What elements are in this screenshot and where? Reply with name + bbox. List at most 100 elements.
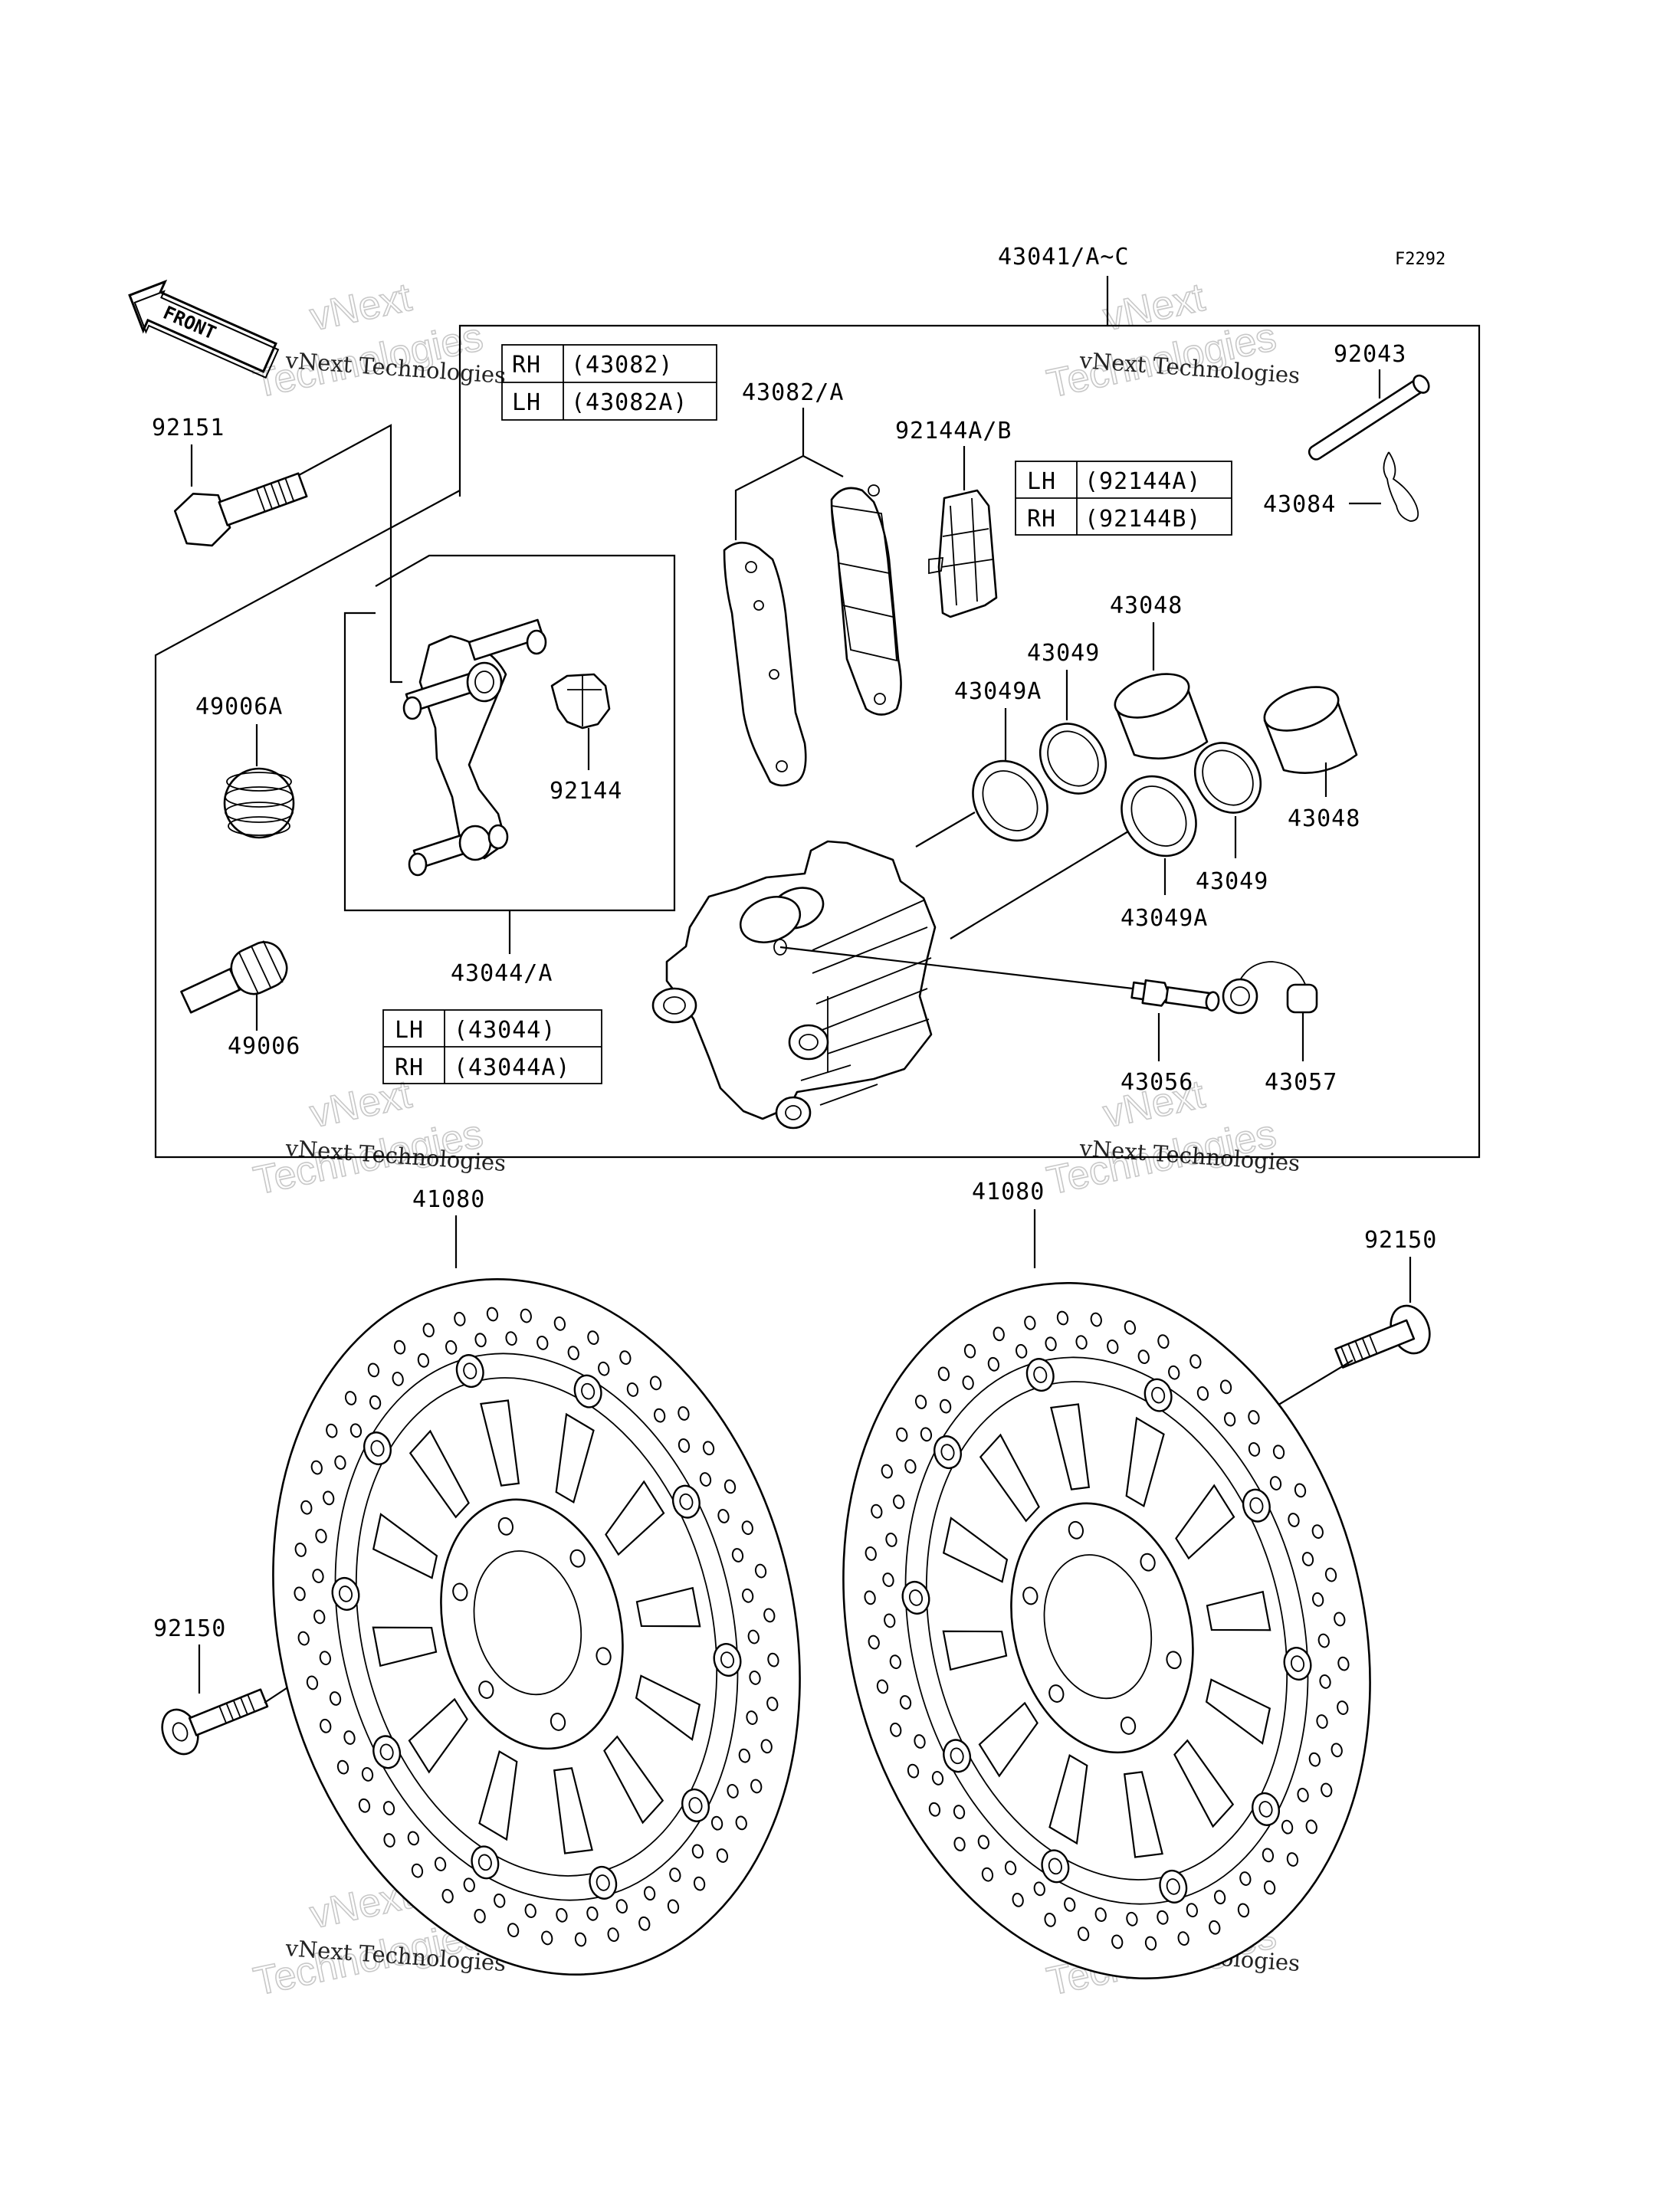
spoke-cutout (1206, 1590, 1271, 1631)
hub-bolt-hole (550, 1713, 566, 1731)
perforation-hole (693, 1876, 706, 1891)
svg-text:(92144A): (92144A) (1084, 468, 1202, 495)
hub-bolt-hole (1120, 1717, 1137, 1735)
svg-text:RH: RH (1027, 506, 1056, 533)
svg-text:LH: LH (1027, 468, 1056, 495)
perforation-hole (486, 1307, 499, 1322)
perforation-hole (1012, 1892, 1024, 1907)
label-43049-top: 43049 (1027, 640, 1100, 667)
perforation-hole (1288, 1513, 1300, 1527)
perforation-hole (1144, 1936, 1157, 1951)
floating-button (1283, 1647, 1312, 1681)
perforation-hole (1111, 1934, 1124, 1949)
perforation-hole (1094, 1907, 1107, 1922)
perforation-hole (474, 1908, 486, 1923)
perforation-hole (760, 1739, 773, 1754)
perforation-hole (1286, 1852, 1299, 1867)
perforation-hole (702, 1441, 715, 1456)
label-41080-right: 41080 (972, 1179, 1045, 1205)
perforation-hole (1213, 1890, 1226, 1905)
spoke-cutout (635, 1674, 701, 1741)
perforation-hole (731, 1548, 744, 1562)
perforation-hole (962, 1376, 974, 1390)
perforation-hole (890, 1722, 902, 1737)
spoke-cutout (942, 1630, 1008, 1671)
floating-button (455, 1354, 484, 1389)
perforation-hole (441, 1888, 454, 1904)
perforation-hole (889, 1654, 901, 1670)
floating-button (1144, 1378, 1173, 1412)
label-43084: 43084 (1263, 491, 1336, 518)
svg-text:RH: RH (395, 1054, 424, 1081)
perforation-hole (1262, 1848, 1275, 1863)
perforation-hole (297, 1631, 310, 1646)
pin-92043: 92043 (1308, 341, 1430, 461)
perforation-hole (422, 1323, 435, 1338)
hub-bolt-hole (452, 1582, 468, 1602)
perforation-hole (1126, 1911, 1138, 1926)
spoke-cutout (372, 1626, 438, 1667)
label-43049-right: 43049 (1196, 868, 1268, 895)
spoke-cutout (1125, 1416, 1165, 1508)
perforation-hole (654, 1408, 666, 1423)
perforation-hole (615, 1899, 628, 1914)
perforation-hole (1189, 1354, 1202, 1369)
hub-bolt-hole (596, 1647, 612, 1666)
svg-text:(43082): (43082) (571, 352, 673, 379)
perforation-hole (1239, 1871, 1252, 1886)
clip-43084: 43084 (1263, 451, 1419, 522)
perforation-hole (868, 1635, 880, 1650)
label-92043: 92043 (1334, 341, 1406, 368)
perforation-hole (1209, 1920, 1221, 1935)
perforation-hole (1137, 1349, 1150, 1365)
perforation-hole (727, 1784, 739, 1799)
spoke-cutout (603, 1735, 664, 1825)
svg-text:vNext: vNext (1100, 275, 1209, 339)
perforation-hole (638, 1916, 651, 1931)
piston-43048-top: 43048 (1110, 592, 1209, 759)
floating-button (934, 1435, 962, 1470)
floating-button (573, 1374, 602, 1408)
perforation-hole (1272, 1444, 1285, 1460)
perforation-hole (1337, 1700, 1349, 1715)
perforation-hole (574, 1932, 587, 1947)
perforation-hole (747, 1629, 760, 1644)
svg-text:LH: LH (512, 389, 541, 416)
floating-button (943, 1739, 972, 1773)
brake-disc-left (272, 1278, 801, 1976)
spoke-cutout (978, 1701, 1039, 1778)
perforation-hole (1033, 1881, 1045, 1897)
bolt-92150-right (1275, 1304, 1431, 1407)
spoke-cutout (635, 1586, 701, 1628)
hub-bolt-hole (1166, 1651, 1182, 1670)
floating-button (713, 1643, 742, 1677)
spoke-cutout (408, 1697, 468, 1774)
hub-bolt-hole (497, 1517, 514, 1536)
perforation-hole (738, 1748, 750, 1763)
perforation-hole (1186, 1903, 1198, 1918)
perforation-hole (344, 1391, 357, 1405)
perforation-hole (300, 1500, 313, 1515)
svg-text:vNext: vNext (307, 1072, 416, 1136)
label-92144: 92144 (550, 778, 622, 805)
perforation-hole (553, 1316, 566, 1331)
perforation-hole (1219, 1379, 1232, 1395)
floating-button-hole (1048, 1858, 1062, 1875)
perforation-hole (1124, 1320, 1137, 1335)
perforation-hole (505, 1331, 517, 1346)
spoke-cutout (1123, 1771, 1163, 1858)
perforation-hole (1324, 1567, 1337, 1582)
perforation-hole (417, 1353, 430, 1368)
perforation-hole (1045, 1336, 1057, 1352)
floating-button-hole (581, 1382, 596, 1400)
perforation-hole (643, 1886, 656, 1901)
perforation-hole (294, 1586, 306, 1602)
perforation-hole (1024, 1315, 1036, 1330)
perforation-hole (766, 1697, 779, 1711)
label-41080-left: 41080 (412, 1186, 485, 1213)
perforation-hole (885, 1533, 897, 1547)
perforation-hole (334, 1455, 346, 1470)
label-43082-a: 43082/A (742, 379, 844, 406)
perforation-hole (454, 1311, 466, 1326)
perforation-hole (319, 1651, 331, 1666)
